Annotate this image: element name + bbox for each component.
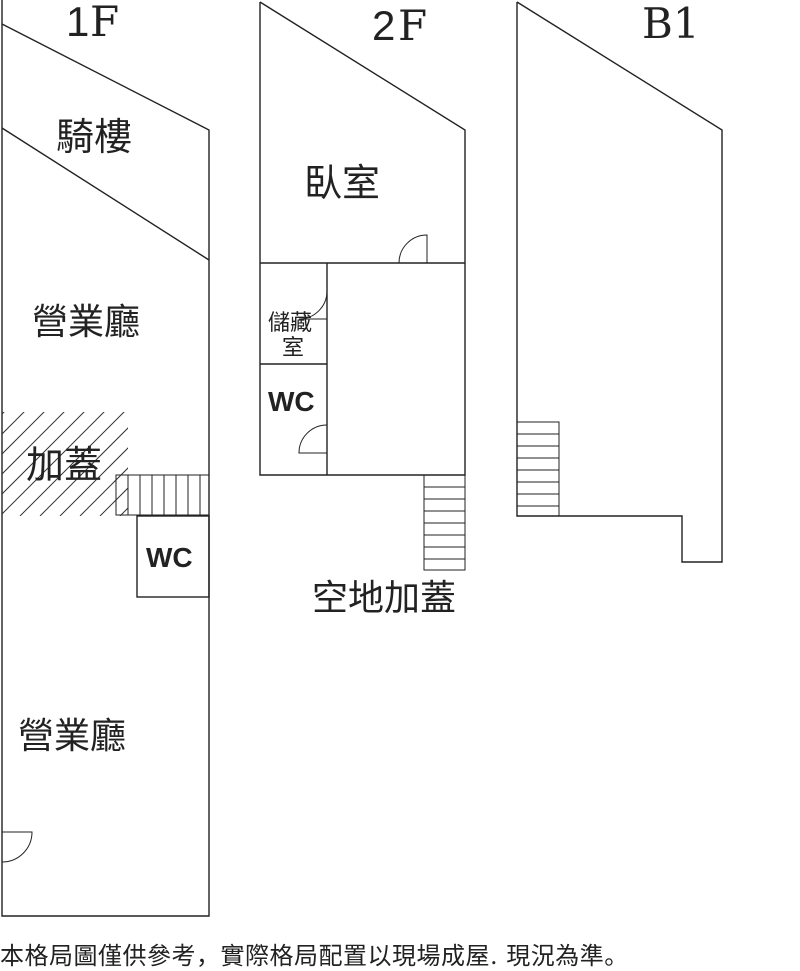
1f-wc-label: WC bbox=[146, 542, 193, 573]
2f-wc-door bbox=[298, 424, 328, 454]
b1-outer-wall bbox=[516, 1, 723, 563]
floor-2f-letter: F bbox=[398, 1, 427, 50]
1f-arcade-divider bbox=[1, 127, 210, 261]
2f-open-extension-label: 空地加蓋 bbox=[312, 578, 456, 619]
1f-outer-wall bbox=[1, 0, 210, 917]
2f-stairs bbox=[423, 474, 466, 571]
1f-extension-hatch bbox=[2, 412, 128, 516]
floor-b1-label: B1 bbox=[642, 0, 700, 48]
floor-1f-number: 1 bbox=[66, 0, 89, 45]
2f-storage-door bbox=[298, 290, 328, 320]
floor-2f: 2 F 臥室 儲藏 室 WC 空地加蓋 bbox=[259, 1, 466, 619]
floor-plan: 1 F bbox=[1, 0, 723, 917]
floor-1f-letter: F bbox=[90, 0, 119, 46]
floor-b1: B1 bbox=[516, 0, 723, 563]
2f-storage-label-2: 室 bbox=[282, 336, 304, 361]
1f-stairs bbox=[115, 474, 210, 516]
2f-bedroom-door bbox=[398, 234, 428, 264]
floor-2f-number: 2 bbox=[372, 2, 395, 49]
2f-storage-label-1: 儲藏 bbox=[268, 311, 312, 336]
2f-bedroom-label: 臥室 bbox=[304, 161, 380, 205]
1f-extension-label: 加蓋 bbox=[26, 443, 102, 487]
1f-wc-room bbox=[136, 515, 210, 598]
1f-hall-lower-label: 營業廳 bbox=[18, 716, 126, 757]
floor-1f: 1 F bbox=[1, 0, 210, 917]
2f-wc-label: WC bbox=[268, 386, 315, 417]
disclaimer-text: 本格局圖僅供參考，實際格局配置以現場成屋. 現況為準。 bbox=[0, 942, 629, 970]
b1-stairs bbox=[516, 421, 560, 517]
1f-hall-upper-label: 營業廳 bbox=[32, 302, 140, 343]
1f-entrance-door bbox=[1, 831, 33, 863]
1f-arcade-label: 騎樓 bbox=[56, 115, 132, 159]
